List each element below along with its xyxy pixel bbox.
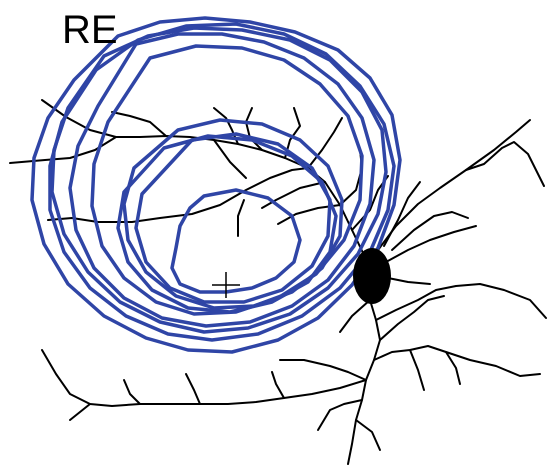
vessel-inferior-branch-5: [280, 360, 366, 380]
vessel-superior-branch-6: [262, 182, 325, 208]
vessel-superior-branch-12: [308, 118, 342, 168]
field-boundary-outer-3: [70, 34, 374, 326]
retinal-vessels: [10, 100, 546, 464]
eye-label: RE: [62, 10, 118, 50]
field-boundaries: [32, 18, 400, 352]
vessel-nasal-mid-3: [388, 278, 430, 284]
vessel-inferior-temporal-branch-1: [186, 374, 200, 404]
vessel-inferior-branch-9: [340, 300, 370, 332]
optic-disc-icon: [353, 248, 391, 304]
field-boundary-inner: [172, 190, 300, 292]
vessel-inferior-temporal: [42, 350, 366, 406]
vessel-inferior-temporal-branch-2: [124, 380, 140, 404]
vessel-superior-branch-8: [112, 112, 166, 136]
vessel-inferior-temporal-branch-4: [272, 372, 284, 398]
vessel-nasal-superior-branch: [466, 142, 544, 186]
vessel-inferior-temporal-branch-3: [70, 404, 90, 420]
field-boundary-outer-2: [52, 28, 386, 332]
vessel-inferior-branch-3: [376, 284, 546, 320]
vessel-inferior-branch-4: [410, 350, 424, 390]
vessel-superior-branch-13: [238, 200, 244, 236]
vessel-superior-branch-4: [48, 168, 308, 222]
crosshair-icon: [212, 272, 240, 298]
vessel-nasal-superior: [378, 120, 530, 250]
vessel-inferior-branch-7: [356, 420, 380, 450]
